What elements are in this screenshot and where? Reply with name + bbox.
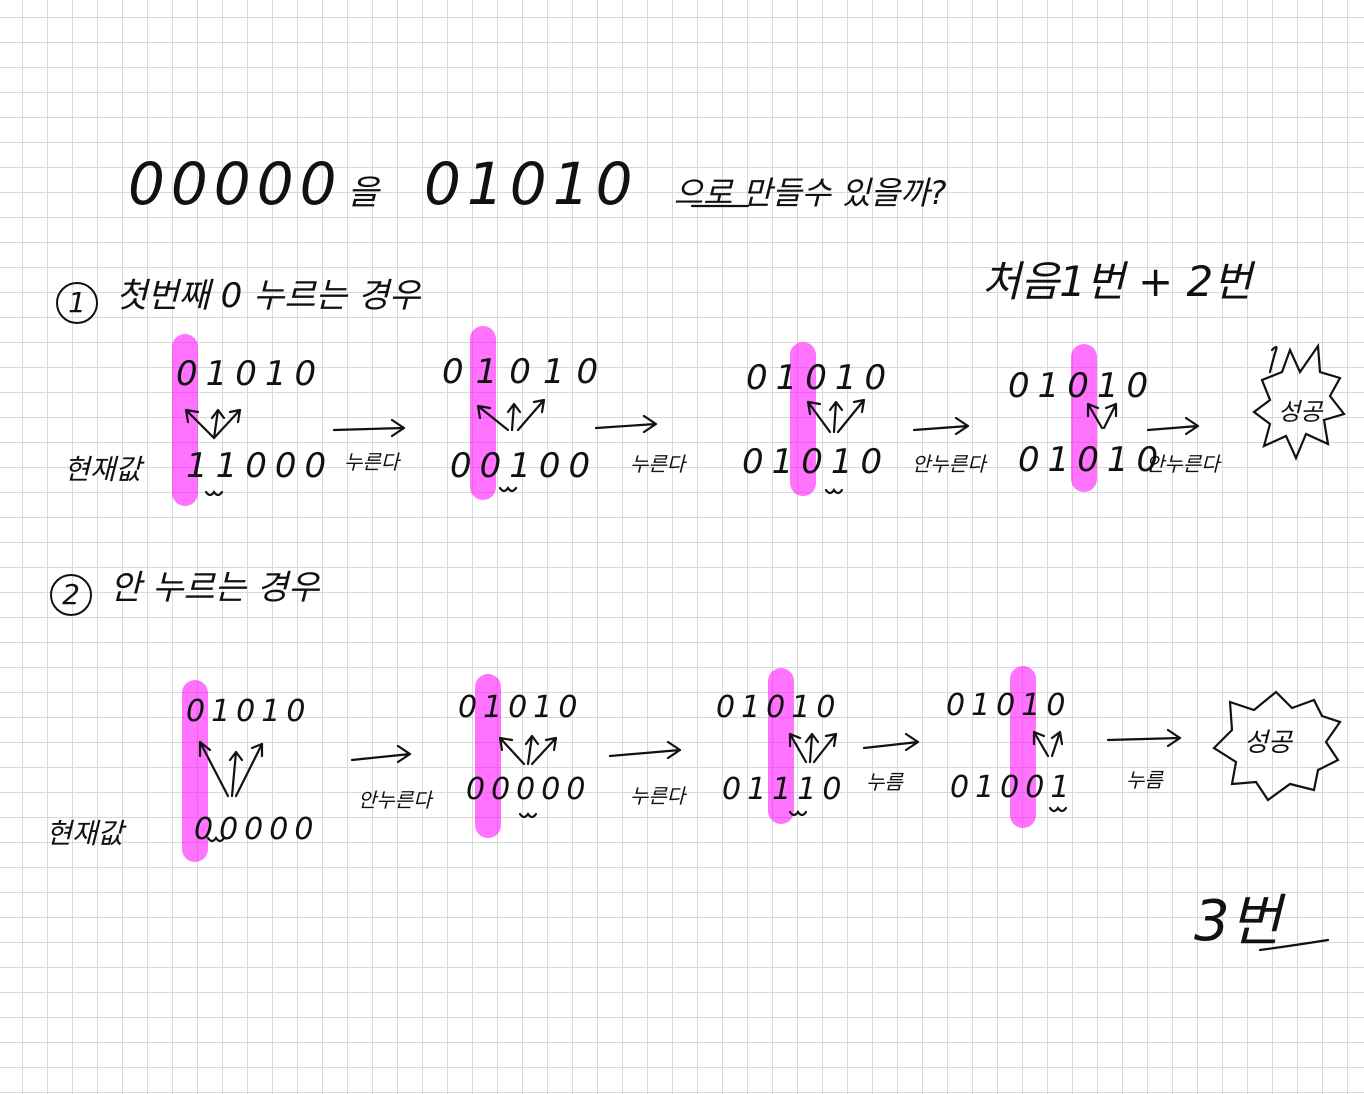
highlight-bar [172, 334, 198, 506]
case1-step4-current: 01010 [1018, 440, 1167, 480]
highlight-bar [790, 342, 816, 496]
up-arrow [228, 750, 244, 798]
case2-total: 3번 [1194, 889, 1282, 954]
up-arrow [1050, 730, 1064, 758]
case1-heading: 1 첫번째 0 누르는 경우 [56, 268, 420, 324]
case1-step4-target: 01010 [1008, 366, 1157, 406]
case2-heading: 2 안 누르는 경우 [50, 560, 319, 616]
up-arrow [804, 732, 820, 764]
title-to: 01010 [423, 150, 639, 218]
press-mark [824, 488, 844, 495]
case1-number: 1 [56, 281, 98, 324]
case2-step1-action: 안누른다 [358, 788, 432, 812]
case2-heading-text: 안 누르는 경우 [110, 568, 320, 608]
case2-step1-target: 01010 [186, 694, 312, 729]
up-arrow [530, 736, 558, 766]
up-arrow [1086, 402, 1104, 430]
case2-step4-current: 01001 [950, 770, 1076, 805]
press-mark [206, 836, 226, 843]
up-arrow [1102, 402, 1118, 430]
right-arrow [608, 740, 682, 760]
case1-heading-text: 첫번째 0 누르는 경우 [116, 276, 421, 316]
highlight-bar [1010, 666, 1036, 828]
press-mark [204, 490, 224, 497]
up-arrow [836, 398, 866, 434]
up-arrow [498, 736, 526, 766]
case1-step1-current: 11000 [186, 446, 335, 486]
up-arrow [184, 408, 216, 440]
case2-step4-action: 누름 [1126, 768, 1163, 792]
case2-number: 2 [50, 573, 92, 616]
case2-current-label: 현재값 [46, 817, 124, 850]
case2-step2-target: 01010 [458, 690, 584, 725]
press-mark [788, 810, 808, 817]
right-arrow [912, 416, 970, 436]
highlight-bar [470, 326, 496, 500]
case1-step2-action: 누른다 [630, 452, 686, 476]
case1-current-label: 현재값 [64, 453, 142, 486]
case1-step2-target: 01010 [442, 352, 611, 392]
page-title: 00000 을 01010 으로 만들수 있을까? [128, 150, 946, 218]
right-arrow [332, 418, 406, 438]
case2-step4-target: 01010 [946, 688, 1072, 723]
burst-squiggle [1268, 345, 1278, 374]
up-arrow [812, 732, 838, 764]
case1-step1-action: 누른다 [344, 450, 400, 474]
press-mark [498, 486, 518, 493]
press-mark [518, 812, 538, 819]
press-mark [1048, 806, 1068, 813]
case1-note: 처음1번 + 2번 [982, 257, 1252, 306]
highlight-bar [475, 674, 501, 838]
case1-step1-target: 01010 [176, 354, 325, 394]
case1-step2-current: 00100 [450, 446, 599, 486]
title-particle: 을 [347, 173, 379, 213]
case1-step3-target: 01010 [746, 358, 895, 398]
up-arrow [212, 408, 242, 440]
up-arrow [806, 400, 832, 434]
success-burst [1252, 342, 1346, 461]
up-arrow [524, 734, 540, 766]
case2-step3-action: 누름 [866, 770, 903, 794]
up-arrow [476, 404, 510, 432]
right-arrow [1146, 416, 1200, 436]
right-arrow [862, 732, 920, 752]
up-arrow [234, 742, 264, 798]
right-arrow [594, 414, 658, 434]
case1-result: 성공 [1278, 398, 1323, 426]
case2-step2-current: 00000 [466, 772, 592, 807]
success-burst [1212, 690, 1342, 802]
right-arrow [350, 744, 412, 764]
up-arrow [1032, 730, 1050, 758]
case1-step3-current: 01010 [742, 442, 891, 482]
right-arrow [1106, 728, 1182, 748]
case1-step3-action: 안누른다 [912, 452, 986, 476]
up-arrow [198, 740, 230, 798]
case2-step3-current: 01110 [722, 772, 848, 807]
up-arrow [788, 732, 808, 764]
up-arrow [516, 398, 546, 432]
title-from: 00000 [128, 150, 343, 218]
case2-result: 성공 [1244, 728, 1292, 758]
up-arrow [210, 408, 226, 440]
up-arrow [506, 402, 522, 432]
case2-step2-action: 누른다 [630, 784, 686, 808]
up-arrow [828, 400, 844, 434]
highlight-bar [182, 680, 208, 862]
highlight-bar [1071, 344, 1097, 492]
total-underline [1258, 938, 1330, 952]
case2-step3-target: 01010 [716, 690, 842, 725]
case1-step4-action: 안누른다 [1146, 452, 1220, 476]
